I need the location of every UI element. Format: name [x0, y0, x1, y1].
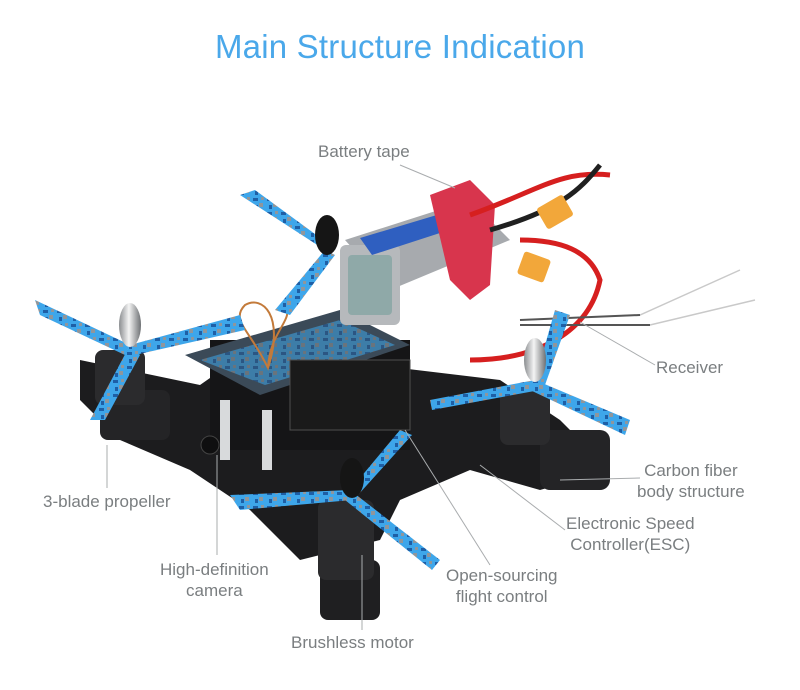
label-text: Receiver	[656, 358, 724, 377]
page-title: Main Structure Indication	[214, 28, 585, 65]
label-text: Battery tape	[318, 142, 410, 161]
label-receiver: Receiver	[656, 357, 723, 378]
main-body	[185, 310, 411, 470]
propeller-rear-left	[240, 190, 339, 315]
label-text: body structure	[637, 482, 745, 501]
label-text: Carbon fiber	[644, 461, 738, 480]
propeller-front	[230, 430, 440, 570]
leader-flight-control	[404, 429, 491, 566]
leader-lines	[106, 164, 656, 630]
label-text: 3-blade propeller	[43, 492, 171, 511]
propeller-front-left	[35, 300, 245, 420]
leader-esc	[479, 464, 566, 531]
label-esc: Electronic Speed Controller(ESC)	[566, 513, 695, 555]
label-text: flight control	[455, 587, 548, 606]
leader-battery-tape	[399, 164, 456, 189]
label-battery-tape: Battery tape	[318, 141, 410, 162]
label-text: Brushless motor	[291, 633, 414, 652]
label-text: High-definition	[160, 560, 269, 579]
label-flight-control: Open-sourcing flight control	[446, 565, 558, 607]
label-text: Controller(ESC)	[570, 535, 691, 554]
motor-front	[318, 500, 374, 580]
power-wires	[469, 163, 756, 363]
propeller-front-right	[430, 310, 630, 435]
leader-carbon	[559, 477, 641, 481]
motor-front-right	[500, 390, 550, 445]
label-text: camera	[186, 581, 243, 600]
battery	[340, 180, 510, 325]
label-camera: High-definition camera	[160, 559, 269, 601]
leader-receiver	[579, 321, 656, 366]
label-text: Electronic Speed	[566, 514, 695, 533]
label-propeller: 3-blade propeller	[43, 491, 171, 512]
label-text: Open-sourcing	[446, 566, 558, 585]
label-carbon-fiber: Carbon fiber body structure	[637, 460, 745, 502]
label-brushless-motor: Brushless motor	[291, 632, 414, 653]
